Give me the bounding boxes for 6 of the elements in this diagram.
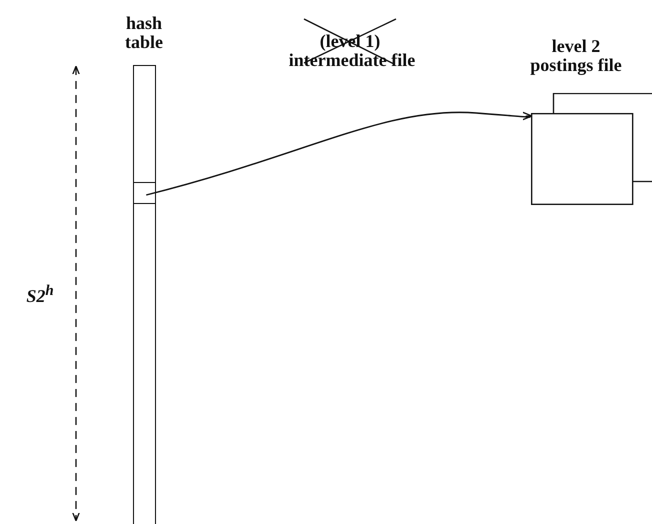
heading-label: level 2 postings file xyxy=(529,37,623,75)
file-label: intermediate file xyxy=(288,51,416,70)
arrow xyxy=(146,112,533,196)
table-slot xyxy=(132,182,156,204)
size-label: S2$^{h}$ xyxy=(25,282,55,306)
heading-label: hash table xyxy=(124,14,164,52)
